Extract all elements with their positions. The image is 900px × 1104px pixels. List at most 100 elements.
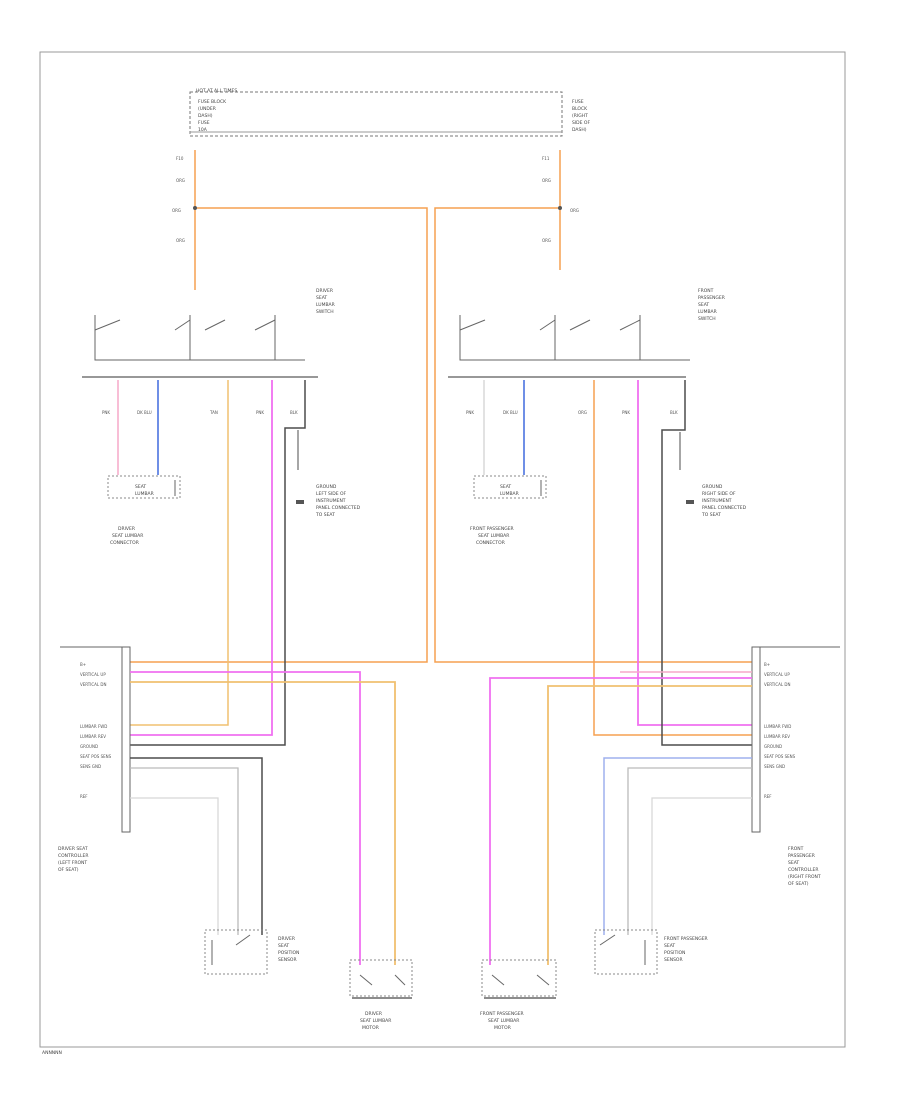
driver-relay-line-2: LUMBAR	[135, 491, 154, 497]
right-pin-8: SENS GND	[764, 764, 785, 769]
pass-wire-black	[661, 380, 752, 746]
left-module-label-1: DRIVER SEAT	[58, 846, 88, 852]
driver-wire-label-4: PNK	[256, 410, 264, 415]
fuse-block-line-4: FUSE	[198, 120, 210, 126]
splice-left	[193, 206, 197, 210]
driver-wire-label-2: DK BLU	[137, 410, 152, 415]
right-module-label-2: PASSENGER	[788, 853, 815, 859]
driver-sensor-line-4: SENSOR	[278, 957, 297, 963]
driver-sensor-gray	[130, 767, 239, 935]
fuse-right-label-2: ORG	[542, 178, 551, 183]
driver-ground-line-5: TO SEAT	[315, 512, 335, 518]
fuse-block: HOT AT ALL TIMES FUSE BLOCK (UNDER DASH)…	[189, 88, 590, 137]
fuse-block-line-5: 10A	[198, 127, 208, 133]
pass-sensor-line-3: POSITION	[664, 950, 685, 956]
left-pin-7: SEAT POS SENS	[80, 754, 112, 759]
pass-relay-caption-3: CONNECTOR	[476, 540, 505, 546]
pass-wire-label-2: DK BLU	[503, 410, 518, 415]
passenger-seat-controller: B+ VERTICAL UP VERTICAL DN LUMBAR FWD LU…	[751, 646, 840, 887]
orange-feed-wires	[130, 150, 752, 663]
driver-relay-caption-1: DRIVER	[118, 526, 135, 532]
pass-wire-label-1: PNK	[466, 410, 474, 415]
driver-ground-line-4: PANEL CONNECTED	[316, 505, 361, 511]
driver-relay-line-1: SEAT	[135, 484, 146, 490]
diagram-border	[39, 51, 846, 1048]
fuse-block-title: HOT AT ALL TIMES	[196, 88, 237, 94]
left-pin-2: VERTICAL UP	[80, 672, 106, 677]
driver-ground-line-2: LEFT SIDE OF	[316, 491, 347, 497]
pass-switch-line-3: SEAT	[698, 302, 709, 308]
driver-switch-wires: PNK DK BLU TAN PNK BLK	[102, 380, 306, 746]
right-pin-5: LUMBAR REV	[764, 734, 790, 739]
driver-wire-pink-b	[130, 380, 273, 736]
fuse-side-line-3: (RIGHT	[572, 113, 588, 119]
pass-motor-caption-1: FRONT PASSENGER	[480, 1011, 524, 1017]
pass-sensor-blue	[603, 757, 752, 935]
fuse-block-line-2: (UNDER	[198, 106, 216, 112]
driver-motor-caption-3: MOTOR	[362, 1025, 379, 1031]
pass-ground-line-1: GROUND	[702, 484, 723, 490]
driver-ground-note: GROUND LEFT SIDE OF INSTRUMENT PANEL CON…	[296, 430, 361, 518]
fuse-right-label-4: ORG	[542, 238, 551, 243]
pass-wire-pink	[637, 380, 752, 726]
fuse-left-label-2: ORG	[176, 178, 185, 183]
right-pin-6: GROUND	[764, 744, 782, 749]
pass-ground-line-5: TO SEAT	[701, 512, 721, 518]
driver-position-sensor: DRIVER SEAT POSITION SENSOR	[204, 929, 299, 975]
pass-motor-tan	[547, 685, 752, 965]
passenger-lumbar-relay: SEAT LUMBAR FRONT PASSENGER SEAT LUMBAR …	[470, 475, 547, 546]
driver-seat-controller: B+ VERTICAL UP VERTICAL DN LUMBAR FWD LU…	[58, 646, 131, 873]
left-pin-6: GROUND	[80, 744, 98, 749]
fuse-feed-labels: F10 ORG ORG ORG F11 ORG ORG ORG	[172, 156, 579, 243]
splice-right	[558, 206, 562, 210]
pass-switch-line-1: FRONT	[698, 288, 714, 294]
pass-ground-line-2: RIGHT SIDE OF	[702, 491, 736, 497]
left-module-label-3: (LEFT FRONT	[58, 860, 87, 866]
driver-motor-pink	[130, 671, 361, 965]
fuse-left-label-1: F10	[176, 156, 184, 161]
pass-ground-line-4: PANEL CONNECTED	[702, 505, 747, 511]
driver-sensor-white	[130, 797, 219, 935]
driver-wire-label-5: BLK	[290, 410, 298, 415]
right-pin-2: VERTICAL UP	[764, 672, 790, 677]
left-pin-5: LUMBAR REV	[80, 734, 106, 739]
right-pin-7: SEAT POS SENS	[764, 754, 796, 759]
driver-sensor-line-2: SEAT	[278, 943, 289, 949]
driver-motor-caption-2: SEAT LUMBAR	[360, 1018, 391, 1024]
driver-motor-caption-1: DRIVER	[365, 1011, 382, 1017]
right-pin-3: VERTICAL DN	[764, 682, 790, 687]
fuse-right-label-1: F11	[542, 156, 550, 161]
fuse-side-line-2: BLOCK	[572, 106, 588, 112]
driver-switch-line-4: SWITCH	[316, 309, 334, 315]
driver-wire-label-1: PNK	[102, 410, 110, 415]
left-pin-1: B+	[80, 662, 86, 667]
right-module-label-6: OF SEAT)	[788, 881, 809, 887]
driver-switch-line-2: SEAT	[316, 295, 327, 301]
pass-switch-line-2: PASSENGER	[698, 295, 725, 301]
pass-motor-caption-3: MOTOR	[494, 1025, 511, 1031]
driver-wire-label-3: TAN	[209, 410, 218, 415]
pass-wire-label-4: PNK	[622, 410, 630, 415]
driver-wire-tan	[130, 380, 229, 726]
driver-relay-caption-3: CONNECTOR	[110, 540, 139, 546]
driver-sensor-black	[130, 757, 263, 935]
pass-motor-pink	[489, 677, 752, 965]
passenger-switch-wires: PNK DK BLU ORG PNK BLK	[466, 380, 752, 746]
passenger-position-sensor: FRONT PASSENGER SEAT POSITION SENSOR	[594, 929, 708, 975]
fuse-left-label-4: ORG	[176, 238, 185, 243]
right-module-label-5: (RIGHT FRONT	[788, 874, 821, 880]
pass-ground-line-3: INSTRUMENT	[702, 498, 732, 504]
pass-sensor-gray	[627, 767, 752, 935]
driver-switch-line-3: LUMBAR	[316, 302, 335, 308]
orange-left-trunk	[130, 207, 428, 663]
driver-ground-line-3: INSTRUMENT	[316, 498, 346, 504]
pass-relay-line-2: LUMBAR	[500, 491, 519, 497]
right-module-label-1: FRONT	[788, 846, 804, 852]
left-module-label-4: OF SEAT)	[58, 867, 79, 873]
passenger-lumbar-switch: FRONT PASSENGER SEAT LUMBAR SWITCH	[448, 288, 725, 378]
driver-wire-black	[130, 380, 306, 746]
left-pin-3: VERTICAL DN	[80, 682, 106, 687]
pass-motor-caption-2: SEAT LUMBAR	[488, 1018, 519, 1024]
